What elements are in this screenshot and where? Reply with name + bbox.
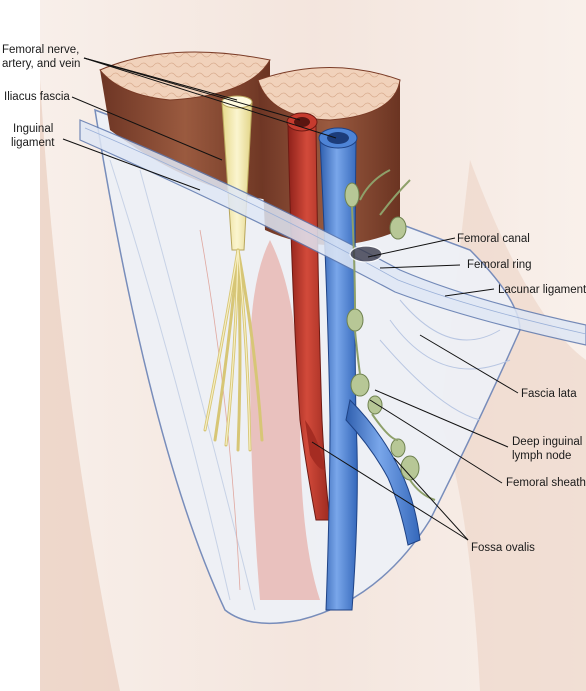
label-femoral-nerve-artery-vein-2: artery, and vein bbox=[2, 58, 80, 70]
label-deep-inguinal-lymph-node-2: lymph node bbox=[512, 450, 571, 462]
label-femoral-nerve-artery-vein-1: Femoral nerve, bbox=[2, 44, 79, 56]
pectineus-floor bbox=[199, 229, 320, 600]
label-femoral-sheath: Femoral sheath bbox=[506, 477, 586, 489]
label-femoral-canal: Femoral canal bbox=[457, 233, 530, 245]
label-fascia-lata: Fascia lata bbox=[521, 388, 577, 400]
label-lacunar-ligament: Lacunar ligament bbox=[498, 284, 586, 296]
label-deep-inguinal-lymph-node-1: Deep inguinal bbox=[512, 436, 582, 448]
label-inguinal-ligament-1: Inguinal bbox=[13, 123, 53, 135]
label-femoral-ring: Femoral ring bbox=[467, 259, 532, 271]
label-iliacus-fascia: Iliacus fascia bbox=[4, 91, 70, 103]
label-inguinal-ligament-2: ligament bbox=[11, 137, 55, 149]
femoral-ring-opening bbox=[349, 245, 383, 263]
label-fossa-ovalis: Fossa ovalis bbox=[471, 542, 535, 554]
label-leaders bbox=[62, 57, 519, 541]
lymph-nodes bbox=[344, 169, 436, 501]
labels: Femoral nerve, artery, and vein Iliacus … bbox=[2, 44, 586, 554]
